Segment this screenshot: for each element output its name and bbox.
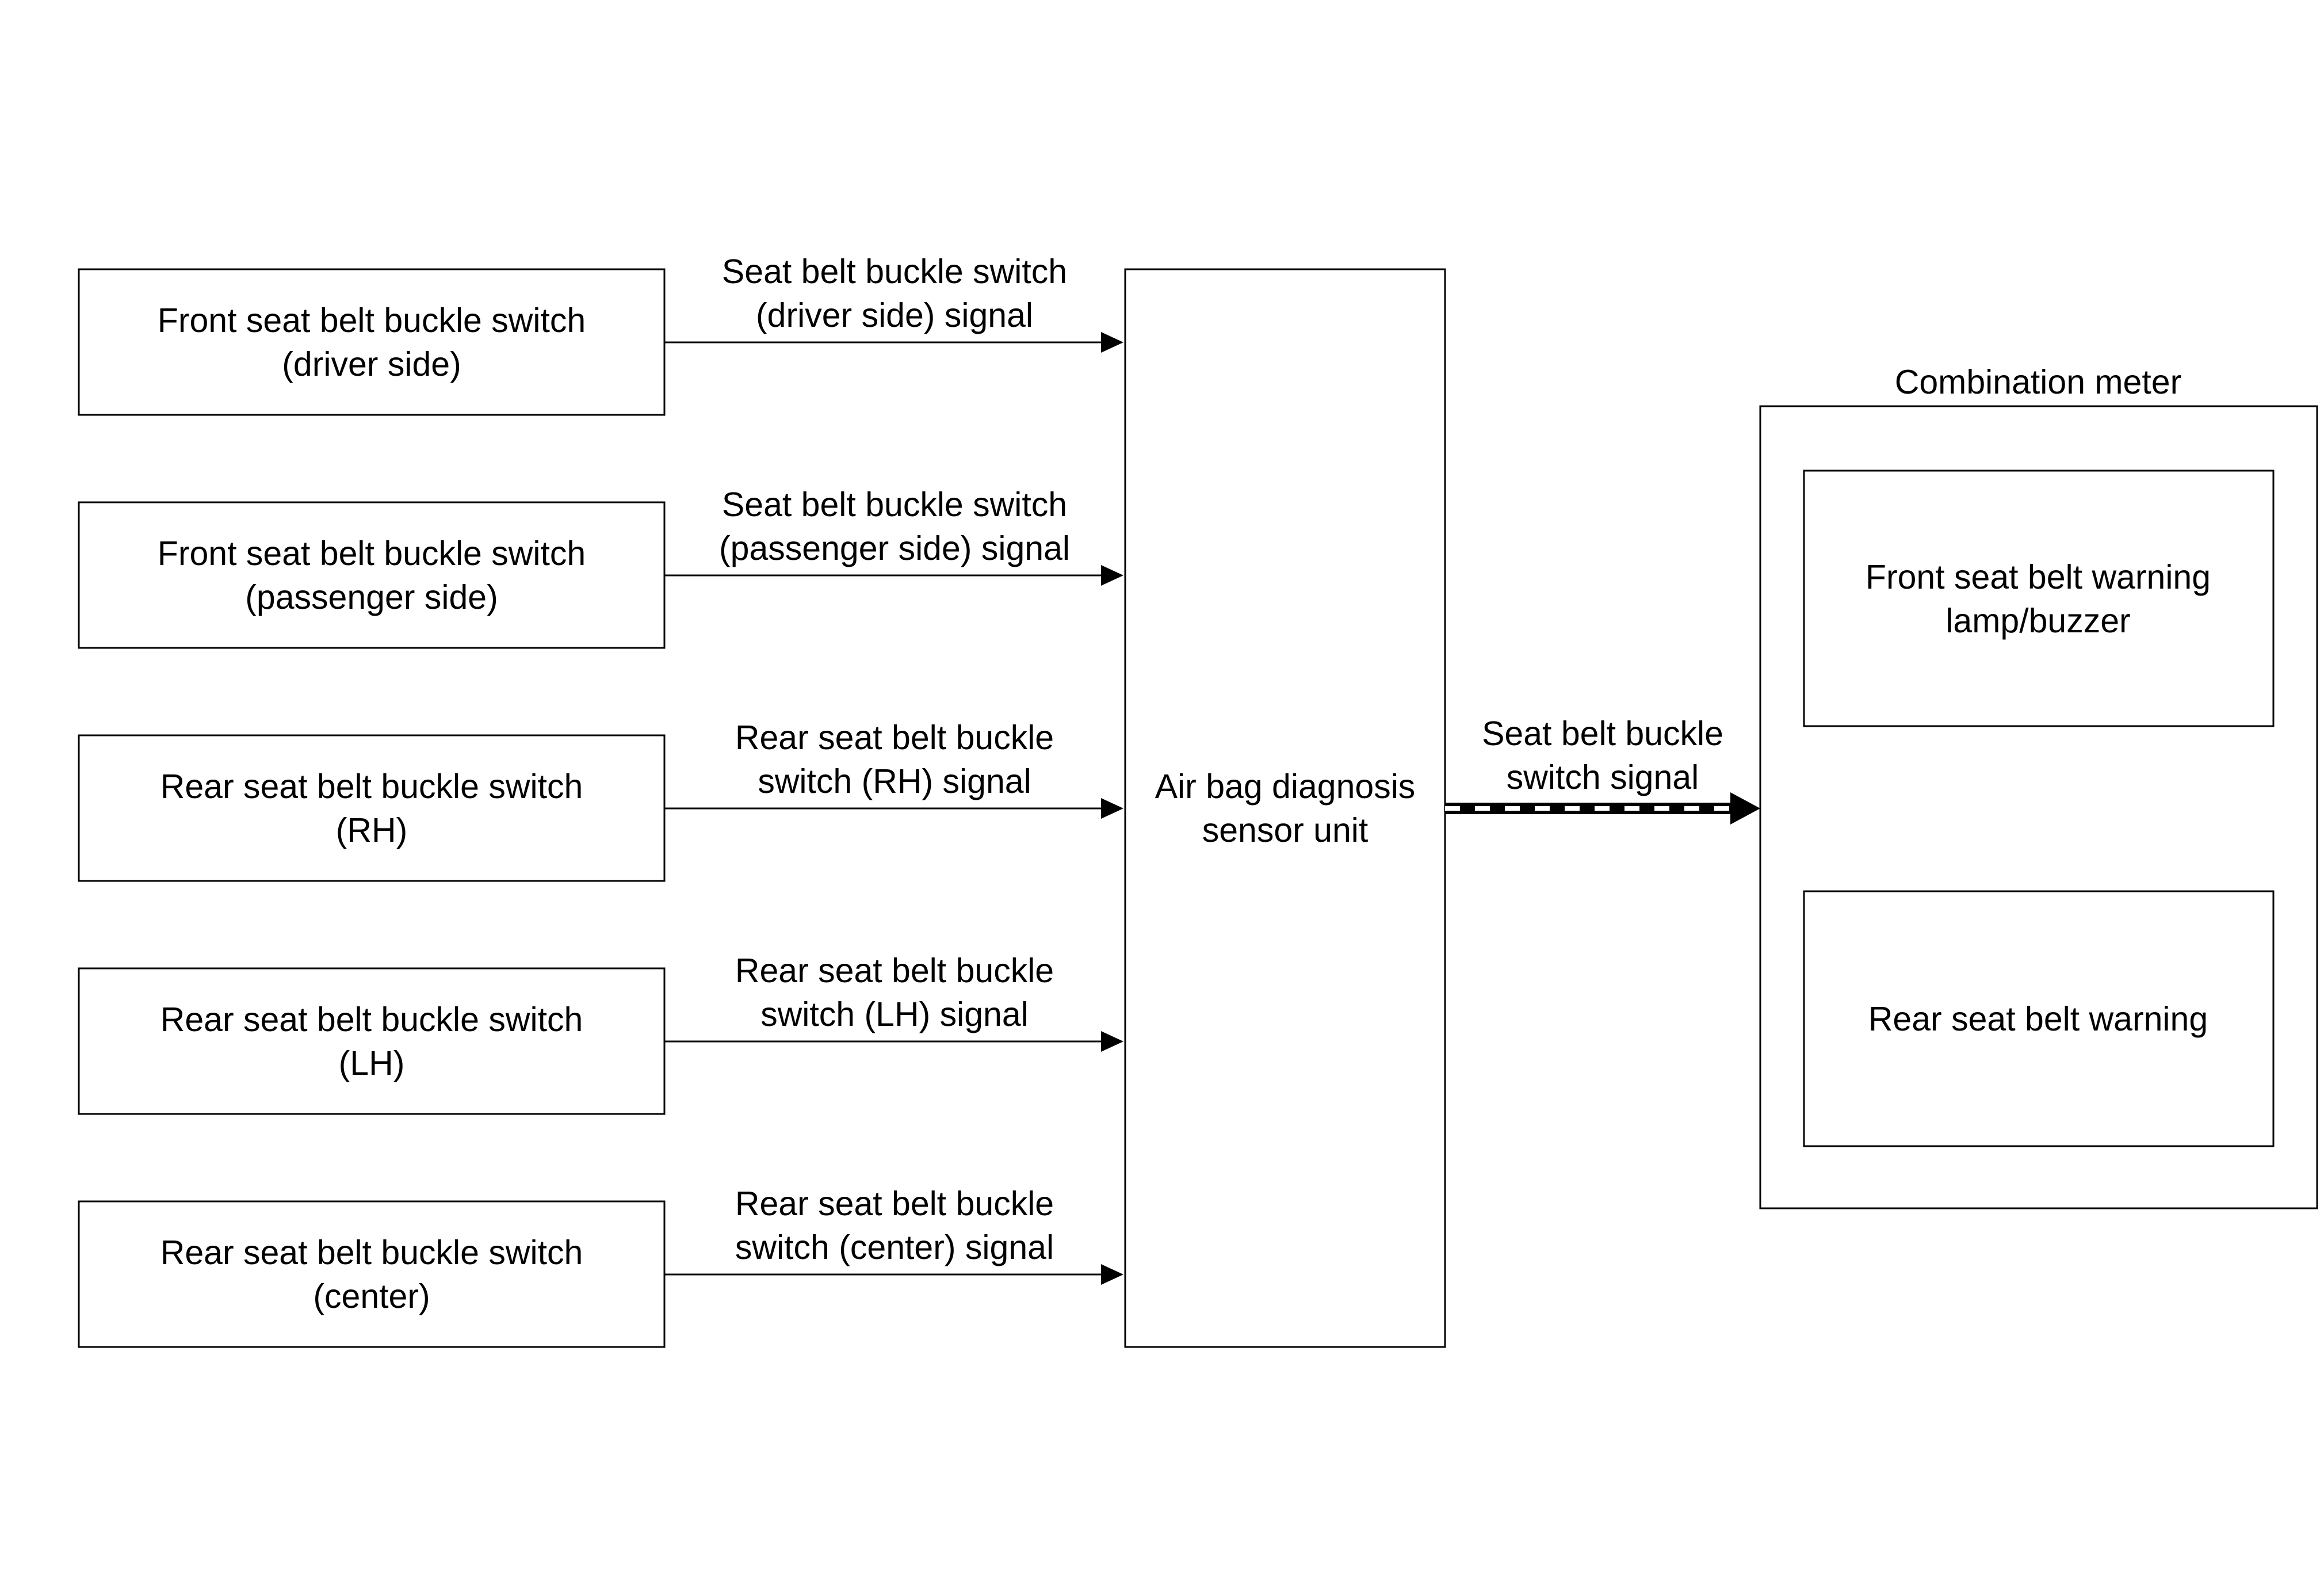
input-box-label-line: (LH) [339, 1044, 405, 1082]
input-box-label-line: Rear seat belt buckle switch [160, 768, 583, 806]
arrow-head [1730, 792, 1760, 825]
output-signal: Seat belt buckle switch signal [1445, 715, 1760, 825]
signal-label-line: Rear seat belt buckle [735, 1185, 1054, 1223]
front-warning-lamp-buzzer-box [1803, 470, 2275, 727]
signal-label-line: (passenger side) signal [719, 529, 1070, 567]
rear-lh-buckle-switch-box [78, 967, 666, 1115]
input-row-passenger: Front seat belt buckle switch (passenger… [78, 486, 1123, 649]
signal-label-line: switch (RH) signal [758, 762, 1031, 800]
input-row-rear-center: Rear seat belt buckle switch (center) Re… [78, 1185, 1123, 1348]
signal-label-line: switch (LH) signal [760, 995, 1029, 1033]
input-box-label-line: Rear seat belt buckle switch [160, 1001, 583, 1039]
input-box-label-line: Rear seat belt buckle switch [160, 1234, 583, 1272]
front-passenger-buckle-switch-box [78, 501, 666, 649]
signal-label-line: Rear seat belt buckle [735, 719, 1054, 757]
meter-title: Combination meter [1895, 363, 2181, 401]
input-row-driver: Front seat belt buckle switch (driver si… [78, 253, 1123, 416]
rear-rh-buckle-switch-box [78, 734, 666, 882]
input-box-label-line: (center) [313, 1277, 430, 1315]
controller-label-line: Air bag diagnosis [1155, 768, 1416, 806]
input-box-label-line: (passenger side) [245, 578, 498, 616]
rear-warning-label: Rear seat belt warning [1868, 1000, 2208, 1038]
signal-label-line: Seat belt buckle switch [722, 253, 1067, 291]
input-box-label-line: (RH) [336, 811, 408, 849]
output-signal-label-line: switch signal [1507, 758, 1699, 796]
combination-meter: Combination meter Front seat belt warnin… [1759, 363, 2318, 1209]
arrow-head [1101, 1031, 1123, 1052]
input-box-label-line: (driver side) [282, 345, 461, 383]
signal-label-line: switch (center) signal [735, 1228, 1054, 1266]
front-driver-buckle-switch-box [78, 268, 666, 416]
front-warning-label-line: lamp/buzzer [1945, 602, 2130, 640]
arrow-head [1101, 1264, 1123, 1285]
arrow-head [1101, 565, 1123, 586]
controller-box [1124, 268, 1446, 1348]
input-row-rear-lh: Rear seat belt buckle switch (LH) Rear s… [78, 952, 1123, 1115]
signal-label-line: Seat belt buckle switch [722, 486, 1067, 524]
input-box-label-line: Front seat belt buckle switch [158, 535, 586, 573]
rear-center-buckle-switch-box [78, 1200, 666, 1348]
arrow-head [1101, 798, 1123, 819]
input-row-rear-rh: Rear seat belt buckle switch (RH) Rear s… [78, 719, 1123, 882]
arrow-head [1101, 332, 1123, 353]
front-warning-label-line: Front seat belt warning [1866, 558, 2211, 596]
output-signal-label-line: Seat belt buckle [1482, 715, 1723, 753]
rear-warning-box [1803, 890, 2275, 1147]
controller-label-line: sensor unit [1202, 811, 1369, 849]
signal-label-line: (driver side) signal [756, 296, 1033, 334]
input-box-label-line: Front seat belt buckle switch [158, 302, 586, 339]
signal-label-line: Rear seat belt buckle [735, 952, 1054, 990]
air-bag-diagnosis-sensor-unit: Air bag diagnosis sensor unit [1124, 268, 1446, 1348]
comm-line-outer [1445, 803, 1730, 814]
